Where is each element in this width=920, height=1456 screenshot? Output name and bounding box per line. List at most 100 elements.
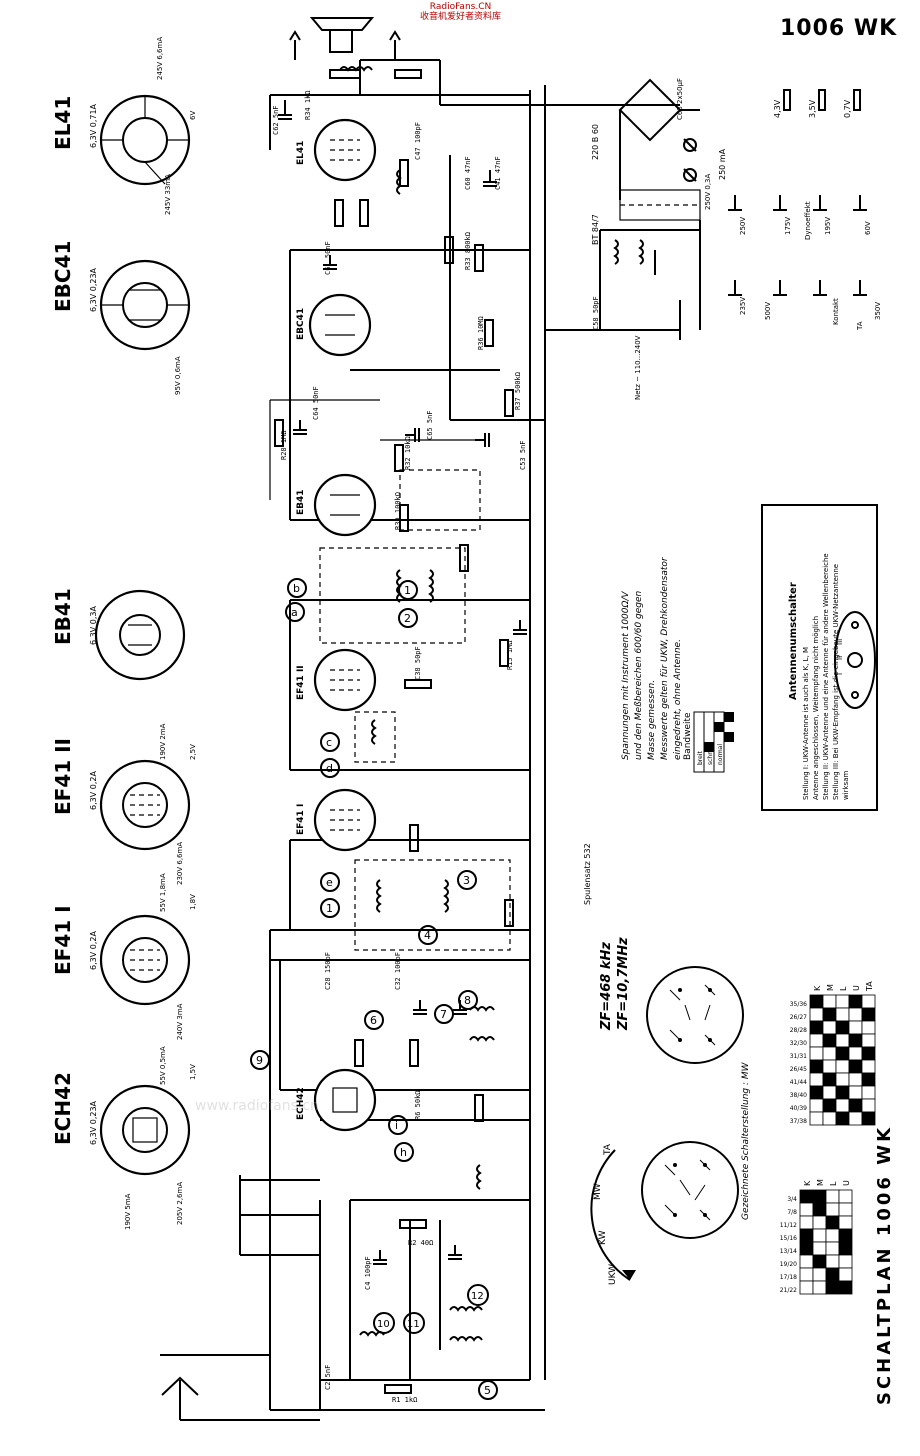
label-ta: TA (856, 321, 864, 331)
note-line-1: Spannungen mit Instrument 1000Ω/V (621, 591, 631, 760)
circle-label-7: 7 (434, 1004, 454, 1024)
if-fm: ZF=10,7MHz (616, 937, 631, 1031)
switch-table-1-cell (809, 1059, 824, 1074)
switch-table-1-cell (809, 1007, 824, 1022)
switch-table-1-cell (835, 1111, 850, 1126)
switch-table-1-cell (835, 1020, 850, 1035)
site-watermark-top: RadioFans.CN 收音机爱好者资料库 (420, 2, 501, 22)
tube-base-eb41: EB41 6,3V 0,3A (51, 588, 186, 681)
circuit-tube-ebc41: EBC41 (296, 293, 372, 357)
circle-label-9: 9 (250, 1050, 270, 1070)
switch-table-1-cell (822, 1033, 837, 1048)
switch-table-1-cell (809, 1085, 824, 1100)
switch-table-1-cell (835, 994, 850, 1009)
switch-table-1-cell (848, 1007, 863, 1022)
circuit-tube-label-ef41-i: EF41 I (296, 804, 306, 835)
switch-table-2-cell (812, 1228, 827, 1243)
switch-table-1-cell (822, 1020, 837, 1035)
pin-a-ef41-ii: 230V 6,6mA (176, 842, 184, 885)
circle-label-3: 3 (457, 870, 477, 890)
switch-table-1-cell (848, 1020, 863, 1035)
switch-table-1-row-label: 26/27 (790, 1014, 807, 1021)
label-r15: R15 1MΩ (506, 640, 514, 670)
label-c47: C47 100pF (414, 122, 422, 160)
bandwidth-table: Bandweite breit schmal normal (683, 711, 734, 773)
note-line-3: Masse gemessen. (647, 680, 657, 760)
watermark-line-2: 收音机爱好者资料库 (420, 12, 502, 22)
mains-label: Netz ~ 110...240V (634, 335, 642, 400)
svg-text:9: 9 (256, 1054, 263, 1067)
switch-table-2-cell (825, 1280, 840, 1295)
circle-label-4: 4 (418, 925, 438, 945)
circle-label-d: d (320, 758, 340, 778)
tube-name-ef41-ii: EF41 II (51, 738, 75, 815)
label-c41: C41 47nF (494, 156, 502, 190)
speaker-icon (289, 17, 401, 60)
circuit-tube-ef41-ii: EF41 II (296, 648, 377, 712)
voltage-195: 195V (824, 217, 832, 235)
switch-table-1-cell (848, 1085, 863, 1100)
antenna-pos-1: I (836, 673, 844, 675)
switch-table-2-cell (799, 1202, 814, 1217)
main-wiring (160, 59, 681, 1421)
switch-table-1-cell (809, 1033, 824, 1048)
tube-name-eb41: EB41 (51, 588, 75, 645)
switch-table-2-row-label: 19/20 (780, 1261, 797, 1268)
switch-table-2-cell (825, 1241, 840, 1256)
label-c53: C53 5nF (519, 440, 527, 470)
switch-table-1-cell (809, 1020, 824, 1035)
circuit-tube-label-ebc41: EBC41 (296, 308, 306, 340)
transformer-label: BT 84/7 (591, 214, 600, 245)
circle-label-1a: 1 (398, 580, 418, 600)
switch-table-1-cell (822, 1072, 837, 1087)
switch-table-1-cell (835, 1046, 850, 1061)
label-c2: C2 5nF (324, 1365, 332, 1390)
switch-table-2-cell (812, 1215, 827, 1230)
switch-table-2-cell (838, 1280, 853, 1295)
tube-base-ebc41: EBC41 6,3V 0,23A 95V 0,6mA (51, 241, 191, 395)
label-c60: C60 47nF (464, 156, 472, 190)
switch-table-1-row-label: 41/44 (790, 1079, 807, 1086)
switch-table-1-header: L (839, 986, 848, 991)
switch-table-1-cell (835, 1007, 850, 1022)
switch-table-1-header: M (826, 984, 835, 991)
note-line-2: und den Meßbereichen 600/60 gegen (634, 590, 644, 760)
schematic-title: SCHALTPLAN 1006 WK (874, 1125, 895, 1405)
antenna-box-title: Antennenumschalter (788, 582, 799, 700)
switch-table-2-header: U (842, 1180, 851, 1186)
svg-text:i: i (395, 1119, 398, 1132)
switch-table-1-cell (848, 994, 863, 1009)
switch-table-2-cell (825, 1228, 840, 1243)
label-c32: C32 100pF (394, 952, 402, 990)
switch-table-2-cell (799, 1189, 814, 1204)
site-watermark-mid: www.radiofans.cn (195, 1098, 319, 1114)
circuit-tube-ech42: ECH42 (296, 1068, 377, 1132)
pin-k-el41: 6V (189, 111, 197, 120)
label-c58: C58 50pF (592, 296, 600, 330)
switch-wafer-2: UKW KW MW TA (590, 1141, 739, 1285)
circle-label-1b: 1 (320, 898, 340, 918)
switch-table-2-cell (799, 1254, 814, 1269)
switch-table-2-cell (812, 1280, 827, 1295)
svg-text:8: 8 (464, 994, 471, 1007)
switch-table-2-cell (812, 1241, 827, 1256)
if-am: ZF=468 kHz (599, 942, 614, 1031)
switch-table-1-cell (822, 994, 837, 1009)
voltage-235: 235V (739, 297, 747, 315)
antenna-pos-2: II (836, 656, 844, 660)
switch-table-1-row-label: 35/36 (790, 1001, 807, 1008)
label-r1: R1 1kΩ (392, 1396, 417, 1404)
circuit-tube-label-el41: EL41 (296, 141, 306, 165)
switch-table-1-cell (822, 1007, 837, 1022)
model-title: 1006 WK (780, 16, 898, 41)
spulensatz-label: Spulensatz 532 (583, 843, 592, 905)
switch-table-2-header: M (816, 1179, 825, 1186)
voltage-175: 175V (784, 217, 792, 235)
voltage-250: 250V (739, 217, 747, 235)
switch-table-2-row-label: 15/16 (780, 1235, 797, 1242)
switch-table-1-cell (822, 1046, 837, 1061)
switch-table-1-cell (861, 1020, 876, 1035)
note-line-4: Messwerte gelten für UKW, Drehkondensato… (660, 556, 670, 760)
switch-table-1-header: TA (865, 981, 874, 992)
svg-text:b: b (293, 582, 300, 595)
